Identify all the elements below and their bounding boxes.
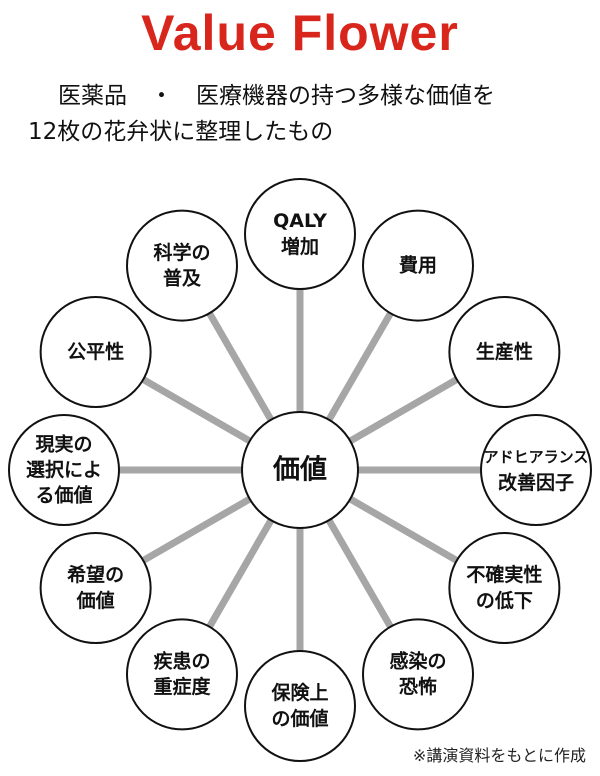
petal-circle (39, 296, 152, 408)
petal-10-label-line-3: る価値 (35, 485, 92, 507)
source-note: ※講演資料をもとに作成 (412, 746, 586, 765)
petal-12-label-line-2: 普及 (163, 266, 202, 289)
petal-circle (448, 296, 561, 408)
petal-12-label-line-1: 科学の (153, 241, 210, 264)
petal-2-label-line-1: 費用 (399, 254, 437, 277)
petal-3: 生産性 (448, 296, 561, 408)
center-node: 価値 (241, 411, 359, 529)
petal-11-label-line-1: 公平性 (67, 340, 124, 363)
petal-3-label-line-1: 生産性 (476, 340, 533, 363)
petal-8-label-line-2: 重症度 (153, 675, 211, 698)
petal-4-label-line-1: アドヒアランス (484, 448, 589, 466)
center-label-line-1: 価値 (272, 455, 327, 486)
petal-circle (126, 209, 238, 322)
petal-9-label-line-1: 希望の (67, 563, 124, 586)
petal-5-label-line-1: 不確実性 (466, 563, 542, 586)
petal-5-label-line-2: の低下 (476, 589, 533, 612)
petal-circle (480, 414, 592, 526)
petal-8-label-line-1: 疾患の (153, 650, 210, 673)
subtitle: 医薬品 ・ 医療機器の持つ多様な価値を 12枚の花弁状に整理したもの (28, 78, 588, 150)
petal-4-label-line-2: 改善因子 (498, 471, 574, 494)
petal-6-label-line-1: 感染の (389, 650, 446, 673)
petal-10-label-line-1: 現実の (35, 432, 92, 455)
petal-circle (39, 532, 152, 644)
petal-11: 公平性 (39, 296, 152, 408)
petal-circle (244, 178, 356, 290)
page-title: Value Flower (141, 5, 459, 61)
petal-7-label-line-1: 保険上 (270, 681, 328, 704)
petal-1-label-line-2: 増加 (281, 235, 319, 258)
subtitle-line-1: 医薬品 ・ 医療機器の持つ多様な価値を (58, 83, 495, 109)
petal-1: QALY 増加 (244, 178, 356, 290)
petal-2: 費用 (362, 209, 474, 322)
petal-circle (244, 650, 356, 762)
petal-1-label-line-1: QALY (273, 210, 327, 232)
petal-10-label-line-2: 選択によ (26, 459, 102, 481)
petal-circle (8, 414, 120, 526)
petal-circle (362, 618, 474, 731)
petal-6-label-line-2: 恐怖 (399, 675, 437, 698)
center-circle (241, 411, 359, 529)
petal-circle (448, 532, 561, 644)
petal-circle (126, 618, 238, 731)
petal-7-label-line-2: の価値 (271, 708, 328, 730)
petal-circle (362, 209, 474, 322)
subtitle-line-2: 12枚の花弁状に整理したもの (28, 119, 334, 145)
petal-9-label-line-2: 価値 (76, 590, 115, 612)
